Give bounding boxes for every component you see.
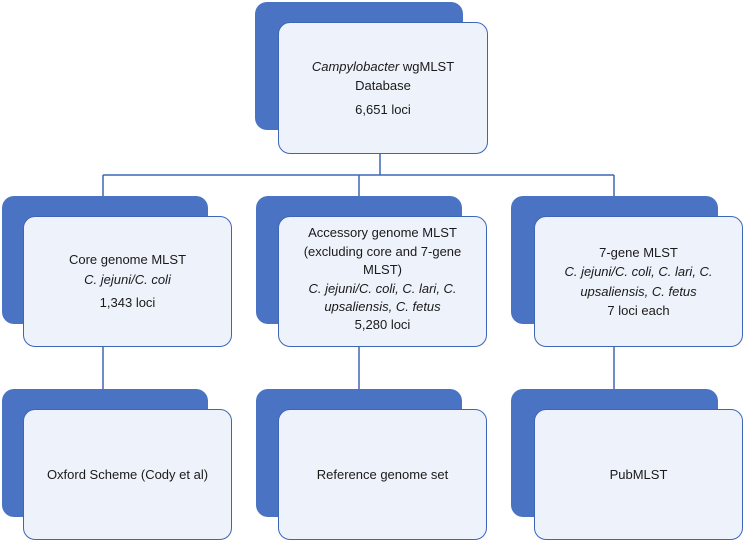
oxford-label: Oxford Scheme (Cody et al) [46, 466, 209, 482]
sevengene-loci: 7 loci each [607, 303, 670, 318]
accessory-species-b: upsaliensis, C. fetus [324, 298, 441, 314]
sevengene-card: 7-gene MLST C. jejuni/C. coli, C. lari, … [534, 216, 743, 347]
sevengene-species-b: upsaliensis, C. fetus [580, 283, 697, 299]
root-genus: Campylobacter [311, 58, 400, 74]
oxford-card: Oxford Scheme (Cody et al) [23, 409, 232, 540]
accessory-species-a: C. jejuni/C. coli, C. lari, C. [308, 280, 457, 296]
root-title: Campylobacter wgMLST [312, 57, 454, 77]
root-card: Campylobacter wgMLST Database 6,651 loci [278, 22, 488, 154]
root-title-rest: wgMLST [399, 58, 455, 74]
pubmlst-label: PubMLST [609, 466, 668, 482]
reference-card: Reference genome set [278, 409, 487, 540]
root-loci: 6,651 loci [355, 101, 411, 117]
accessory-loci: 5,280 loci [354, 317, 411, 333]
core-species: C. jejuni/C. coli [84, 271, 171, 287]
accessory-title-b: (excluding core and 7-gene [303, 243, 462, 259]
sevengene-title: 7-gene MLST [599, 244, 678, 260]
accessory-title-c: MLST) [363, 262, 402, 278]
root-line2: Database [355, 78, 411, 94]
sevengene-species-a: C. jejuni/C. coli, C. lari, C. [564, 264, 713, 279]
core-card: Core genome MLST C. jejuni/C. coli 1,343… [23, 216, 232, 347]
reference-label: Reference genome set [316, 466, 449, 482]
pubmlst-card: PubMLST [534, 409, 743, 540]
accessory-card: Accessory genome MLST (excluding core an… [278, 216, 487, 347]
core-title: Core genome MLST [68, 252, 187, 268]
accessory-title-a: Accessory genome MLST [308, 225, 457, 241]
core-loci: 1,343 loci [99, 295, 156, 311]
